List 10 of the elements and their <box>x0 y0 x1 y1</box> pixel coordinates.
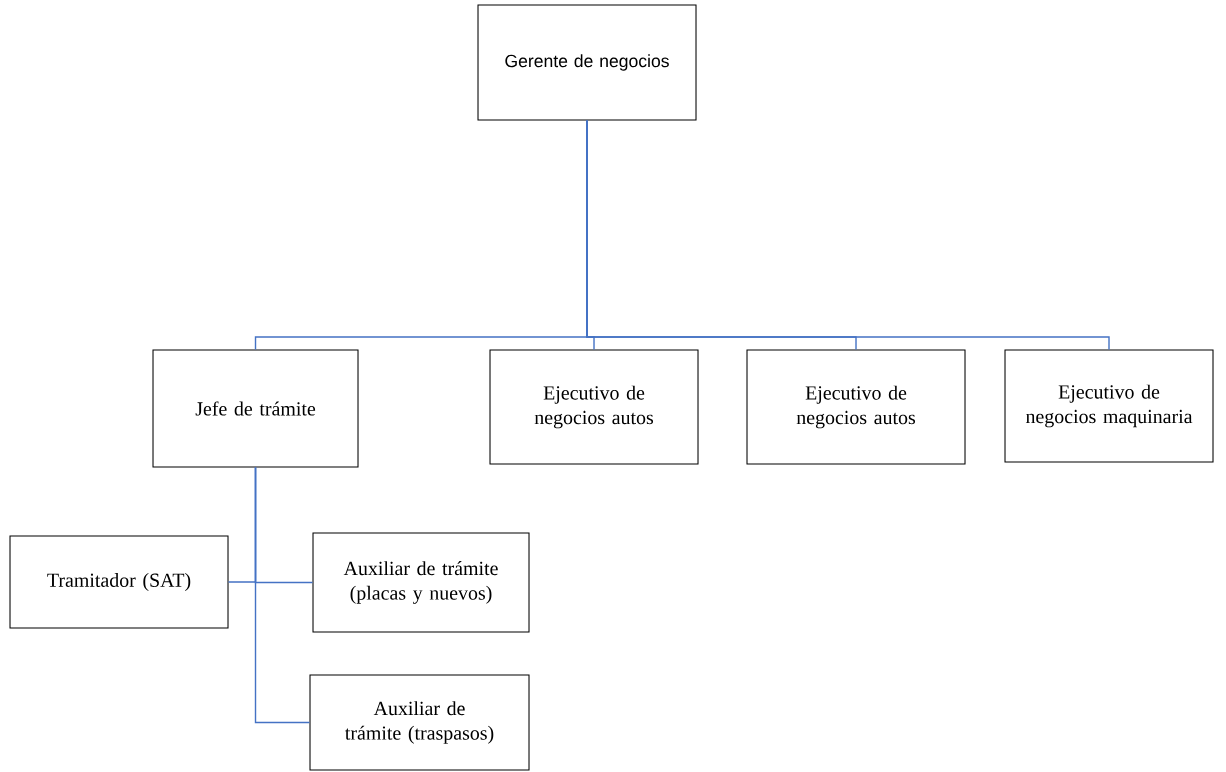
org-box: Jefe de trámite <box>152 349 359 468</box>
org-box: Gerente de negocios <box>477 4 697 121</box>
connector-line <box>586 119 1110 351</box>
org-box: Ejecutivo de negocios maquinaria <box>1004 349 1214 463</box>
org-box: Ejecutivo de negocios autos <box>746 349 966 465</box>
connector-line <box>254 466 311 724</box>
org-box: Auxiliar de trámite (placas y nuevos) <box>312 532 530 633</box>
org-box: Tramitador (SAT) <box>9 535 229 629</box>
org-box: Ejecutivo de negocios autos <box>489 349 699 465</box>
org-box: Auxiliar de trámite (traspasos) <box>309 674 530 771</box>
